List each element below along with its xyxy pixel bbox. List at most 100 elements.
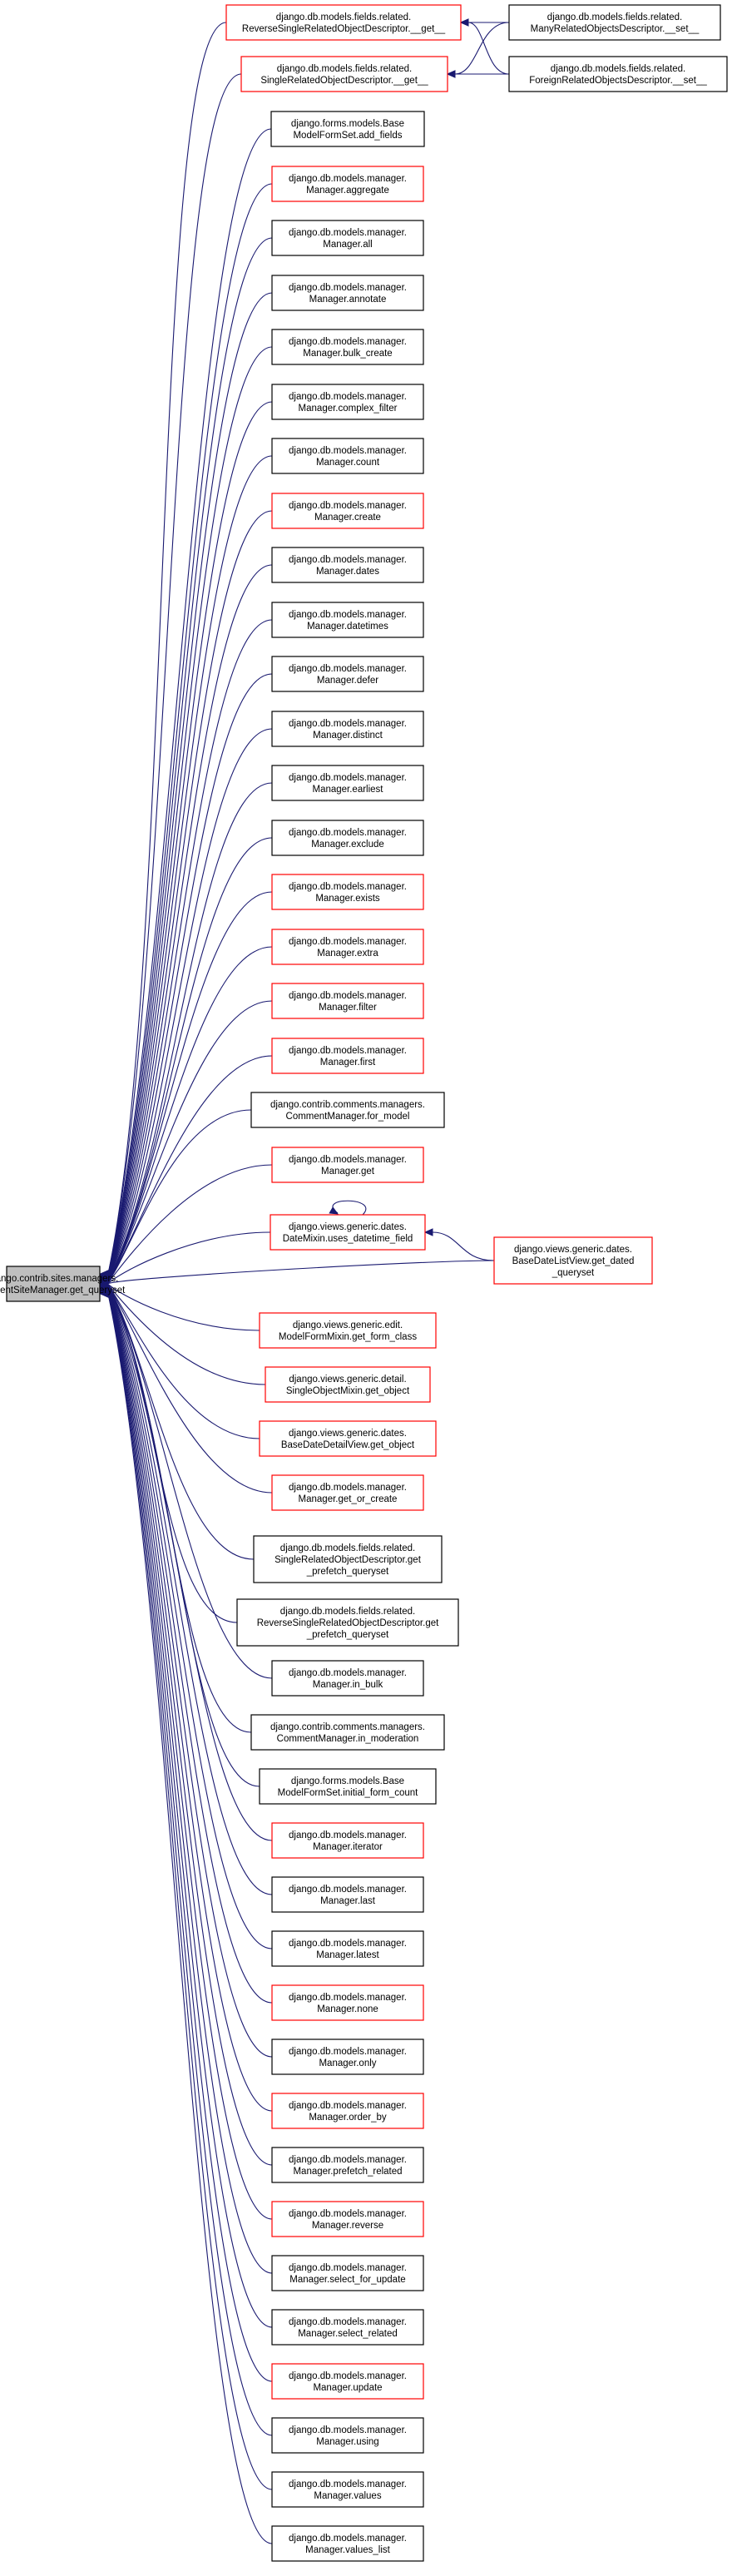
node-annotate[interactable]: django.db.models.manager.Manager.annotat… — [271, 275, 424, 311]
node-box — [259, 1312, 437, 1349]
node-label-line: ManyRelatedObjectsDescriptor.__set__ — [531, 24, 700, 34]
edge-srod_get-to-focus — [99, 73, 242, 1279]
node-label-line: django.contrib.comments.managers. — [270, 1722, 425, 1732]
node-latest[interactable]: django.db.models.manager.Manager.latest — [271, 1930, 424, 1967]
edge-line — [107, 292, 273, 1276]
edge-get_dated_queryset-to-uses_datetime_field — [423, 1228, 495, 1261]
node-dates[interactable]: django.db.models.manager.Manager.dates — [271, 547, 424, 583]
node-last[interactable]: django.db.models.manager.Manager.last — [271, 1876, 424, 1913]
node-label-line: Manager.get — [321, 1167, 375, 1177]
node-uses-datetime-field[interactable]: django.views.generic.dates.DateMixin.use… — [270, 1214, 426, 1251]
node-in-bulk[interactable]: django.db.models.manager.Manager.in_bulk — [271, 1660, 424, 1697]
edge-values_list-to-focus — [99, 1290, 273, 2544]
node-detail-get-object[interactable]: django.views.generic.dates.BaseDateDetai… — [259, 1420, 437, 1457]
node-box — [250, 1714, 445, 1751]
node-label-line: django.forms.models.Base — [291, 1776, 404, 1786]
node-none[interactable]: django.db.models.manager.Manager.none — [271, 1984, 424, 2021]
node-rsrod-prefetch[interactable]: django.db.models.fields.related.ReverseS… — [236, 1598, 459, 1647]
node-box — [271, 983, 424, 1019]
node-initial-form-count[interactable]: django.forms.models.BaseModelFormSet.ini… — [259, 1768, 437, 1805]
node-bulk-create[interactable]: django.db.models.manager.Manager.bulk_cr… — [271, 329, 424, 365]
node-box — [271, 275, 424, 311]
node-rsrod-get[interactable]: django.db.models.fields.related.ReverseS… — [225, 4, 462, 41]
edge-line — [107, 1284, 260, 1331]
node-using[interactable]: django.db.models.manager.Manager.using — [271, 2417, 424, 2454]
node-values[interactable]: django.db.models.manager.Manager.values — [271, 2471, 424, 2508]
node-update[interactable]: django.db.models.manager.Manager.update — [271, 2363, 424, 2400]
edge-line — [107, 510, 273, 1278]
node-select-for-update[interactable]: django.db.models.manager.Manager.select_… — [271, 2255, 424, 2291]
edge-get_dated_queryset-to-focus — [99, 1260, 495, 1288]
node-earliest[interactable]: django.db.models.manager.Manager.earlies… — [271, 765, 424, 801]
node-box — [271, 2147, 424, 2183]
node-label-line: Manager.prefetch_related — [293, 2167, 402, 2177]
node-box — [271, 820, 424, 856]
node-label-line: django.contrib.comments.managers. — [270, 1100, 425, 1110]
node-values-list[interactable]: django.db.models.manager.Manager.values_… — [271, 2525, 424, 2562]
node-box — [271, 2093, 424, 2129]
node-box — [259, 1768, 437, 1805]
node-label-line: django.views.generic.detail. — [289, 1375, 406, 1385]
node-get-object[interactable]: django.views.generic.detail.SingleObject… — [265, 1366, 431, 1403]
node-box — [270, 111, 425, 147]
node-box — [236, 1598, 459, 1647]
node-frod-set[interactable]: django.db.models.fields.related.ForeignR… — [508, 56, 728, 92]
node-box — [271, 929, 424, 965]
edge-line — [107, 1260, 495, 1285]
node-complex-filter[interactable]: django.db.models.manager.Manager.complex… — [271, 384, 424, 420]
edge-line — [107, 1289, 273, 1949]
node-all[interactable]: django.db.models.manager.Manager.all — [271, 220, 424, 256]
node-iterator[interactable]: django.db.models.manager.Manager.iterato… — [271, 1822, 424, 1859]
edge-line — [107, 673, 273, 1280]
node-reverse[interactable]: django.db.models.manager.Manager.reverse — [271, 2201, 424, 2237]
node-get[interactable]: django.db.models.manager.Manager.get — [271, 1147, 424, 1183]
node-srod-prefetch[interactable]: django.db.models.fields.related.SingleRe… — [253, 1535, 443, 1583]
node-exclude[interactable]: django.db.models.manager.Manager.exclude — [271, 820, 424, 856]
node-in-moderation[interactable]: django.contrib.comments.managers. Comment… — [250, 1714, 445, 1751]
node-get-form-class[interactable]: django.views.generic.edit.ModelFormMixin… — [259, 1312, 437, 1349]
node-label-line: django.db.models.manager. — [289, 2263, 407, 2273]
node-first[interactable]: django.db.models.manager. Manager.first — [271, 1038, 424, 1074]
node-select-related[interactable]: django.db.models.manager.Manager.select_… — [271, 2309, 424, 2346]
node-for-model[interactable]: django.contrib.comments.managers.Comment… — [250, 1092, 445, 1128]
node-filter[interactable]: django.db.models.manager.Manager.filter — [271, 983, 424, 1019]
node-box — [271, 2255, 424, 2291]
edge-line — [107, 1286, 255, 1560]
node-distinct[interactable]: django.db.models.manager.Manager.distinc… — [271, 711, 424, 747]
node-create[interactable]: django.db.models.manager.Manager.create — [271, 493, 424, 529]
node-box — [271, 2417, 424, 2454]
node-exists[interactable]: django.db.models.manager.Manager.exists — [271, 874, 424, 910]
node-prefetch-related[interactable]: django.db.models.manager.Manager.prefetc… — [271, 2147, 424, 2183]
node-box — [508, 4, 721, 41]
node-label-line: SingleObjectMixin.get_object — [286, 1386, 410, 1396]
node-box — [271, 1984, 424, 2021]
node-label-line: django.db.models.manager. — [289, 2534, 407, 2544]
node-label-line: CurrentSiteManager.get_queryset — [0, 1286, 126, 1295]
node-extra[interactable]: django.db.models.manager.Manager.extra — [271, 929, 424, 965]
node-mrod-set[interactable]: django.db.models.fields.related.ManyRela… — [508, 4, 721, 41]
node-label-line: django.db.models.manager. — [289, 2101, 407, 2111]
node-datetimes[interactable]: django.db.models.manager.Manager.datetim… — [271, 602, 424, 638]
node-label-line: Manager.latest — [316, 1950, 379, 1960]
node-label-line: django.db.models.manager. — [289, 501, 407, 511]
node-get-or-create[interactable]: django.db.models.manager.Manager.get_or_… — [271, 1474, 424, 1511]
node-label-line: django.db.models.manager. — [289, 1046, 407, 1056]
node-order-by[interactable]: django.db.models.manager.Manager.order_b… — [271, 2093, 424, 2129]
node-label-line: Manager.aggregate — [306, 186, 389, 196]
node-label-line: Manager.first — [320, 1058, 376, 1068]
node-add-fields[interactable]: django.forms.models.BaseModelFormSet.add… — [270, 111, 425, 147]
node-get-dated-queryset[interactable]: django.views.generic.dates.BaseDateListV… — [493, 1236, 653, 1285]
edge-values-to-focus — [99, 1289, 273, 2490]
node-label-line: django.db.models.manager. — [289, 1830, 407, 1840]
node-label-line: CommentManager.in_moderation — [277, 1734, 419, 1744]
edge-line — [107, 1290, 273, 2166]
node-srod-get[interactable]: django.db.models.fields.related.SingleRe… — [240, 56, 448, 92]
node-box — [493, 1236, 653, 1285]
node-only[interactable]: django.db.models.manager.Manager.only — [271, 2039, 424, 2075]
node-label-line: django.db.models.manager. — [289, 337, 407, 347]
node-label-line: _prefetch_queryset — [306, 1567, 389, 1577]
node-defer[interactable]: django.db.models.manager.Manager.defer — [271, 656, 424, 692]
edge-line — [467, 22, 510, 75]
node-aggregate[interactable]: django.db.models.manager.Manager.aggrega… — [271, 166, 424, 202]
node-count[interactable]: django.db.models.manager.Manager.count — [271, 438, 424, 474]
